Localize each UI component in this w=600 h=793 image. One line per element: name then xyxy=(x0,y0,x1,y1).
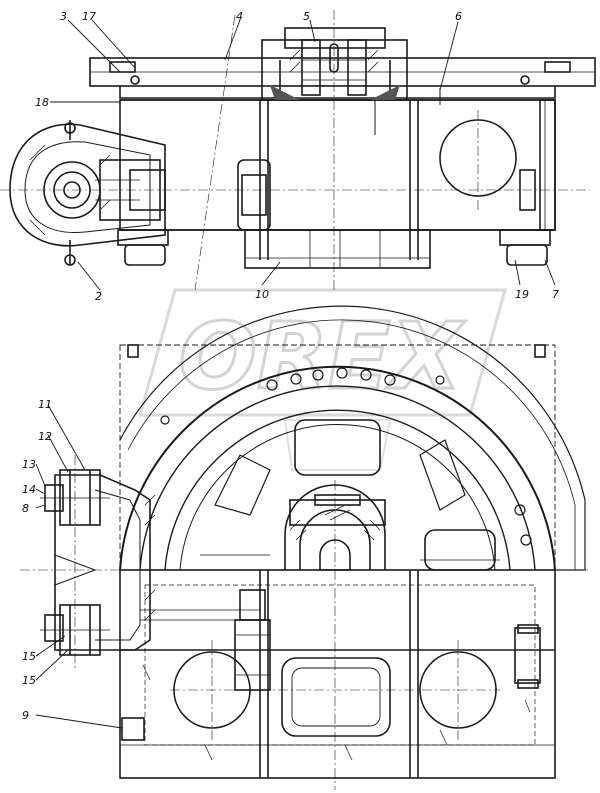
front-view-hatching xyxy=(142,494,531,761)
watermark-text: OREX xyxy=(179,303,466,410)
ring-bolts xyxy=(160,367,532,546)
callout-19: 19 xyxy=(515,288,529,301)
callout-9: 9 xyxy=(22,709,29,722)
leader-lines xyxy=(35,19,556,729)
callout-2: 2 xyxy=(95,290,102,303)
callout-18: 18 xyxy=(35,96,49,109)
callout-15-upper: 15 xyxy=(22,650,36,663)
callout-17: 17 xyxy=(82,10,96,23)
top-view-hatching xyxy=(29,49,379,236)
callout-3: 3 xyxy=(60,10,67,23)
callout-14: 14 xyxy=(22,483,36,496)
callout-8: 8 xyxy=(22,502,29,515)
callout-12: 12 xyxy=(38,430,52,443)
watermark: OREX xyxy=(138,288,507,471)
callout-5: 5 xyxy=(303,10,310,23)
front-view xyxy=(40,305,586,779)
top-view xyxy=(9,27,596,269)
callout-10: 10 xyxy=(255,288,269,301)
callout-7: 7 xyxy=(552,288,559,301)
top-view-centerlines xyxy=(0,10,590,291)
callout-4: 4 xyxy=(236,10,243,23)
front-view-centerlines xyxy=(20,455,590,790)
callout-6: 6 xyxy=(455,10,462,23)
callout-11: 11 xyxy=(38,398,52,411)
callout-labels: 3 17 4 5 6 18 2 10 19 7 11 12 13 14 8 15… xyxy=(22,10,559,722)
callout-15-lower: 15 xyxy=(22,674,36,687)
callout-13: 13 xyxy=(22,458,36,471)
